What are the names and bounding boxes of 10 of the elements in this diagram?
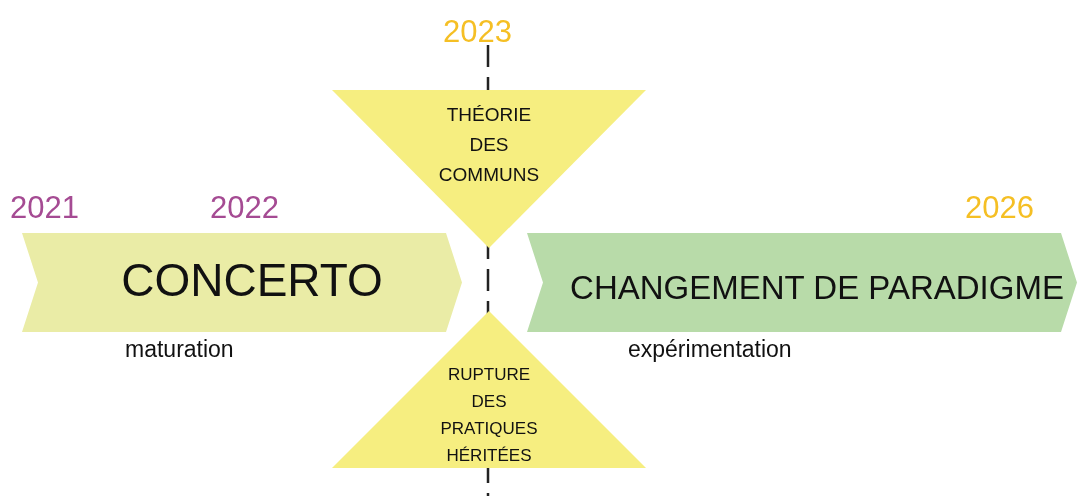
year-label: 2021	[10, 190, 79, 226]
phase-title: CONCERTO	[120, 253, 384, 307]
phase-caption: maturation	[125, 336, 234, 363]
phase-title: THÉORIE DES COMMUNS	[437, 103, 541, 187]
phase-title: RUPTURE DES PRATIQUES HÉRITÉES	[439, 364, 539, 467]
year-label: 2026	[965, 190, 1034, 226]
phase-title: CHANGEMENT DE PARADIGME	[569, 269, 1065, 307]
year-label: 2023	[443, 14, 512, 50]
phase-caption: expérimentation	[628, 336, 792, 363]
year-label: 2022	[210, 190, 279, 226]
